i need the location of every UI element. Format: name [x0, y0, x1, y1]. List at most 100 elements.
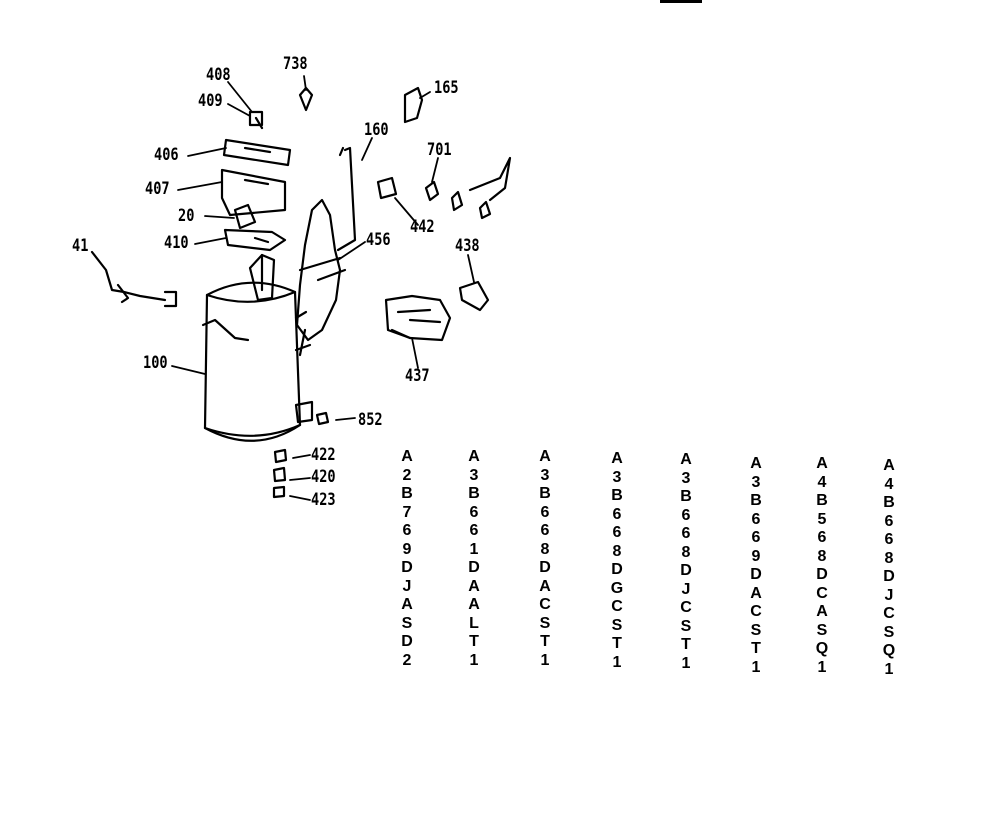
model-char: D — [680, 562, 692, 579]
model-char: A — [816, 455, 828, 472]
model-char: 8 — [612, 542, 622, 560]
model-char: S — [883, 623, 895, 641]
callout-409: 409 — [198, 91, 223, 111]
model-char: 6 — [681, 525, 691, 542]
model-char: A — [750, 584, 762, 602]
model-char: 1 — [540, 651, 550, 669]
model-char: 6 — [884, 531, 894, 548]
part-852 — [294, 400, 330, 426]
model-char: T — [540, 633, 550, 650]
model-char: 4 — [817, 473, 827, 491]
gasket-410 — [223, 228, 287, 252]
callout-420: 420 — [311, 467, 336, 487]
model-char: 6 — [681, 506, 691, 524]
part-442 — [376, 176, 398, 200]
model-char: A — [611, 450, 623, 467]
model-char: 3 — [540, 466, 550, 484]
model-char: T — [751, 640, 761, 657]
model-char: 2 — [402, 466, 412, 484]
model-char: G — [610, 579, 624, 597]
fittings-bottom — [272, 448, 288, 499]
model-char: D — [750, 566, 762, 583]
model-char: 6 — [751, 529, 761, 546]
model-char: S — [611, 616, 623, 634]
model-char: 5 — [817, 510, 827, 528]
callout-701: 701 — [427, 140, 452, 160]
model-char: 9 — [751, 547, 761, 565]
model-char: 4 — [884, 475, 894, 493]
part-165 — [403, 86, 424, 124]
model-char: 1 — [469, 540, 479, 558]
model-char: D — [401, 559, 413, 576]
model-char: 3 — [751, 473, 761, 491]
model-char: 3 — [681, 469, 691, 487]
model-char: D — [539, 559, 551, 576]
model-char: C — [750, 603, 762, 620]
callout-423: 423 — [311, 490, 336, 510]
model-char: 6 — [469, 522, 479, 539]
model-char: S — [539, 614, 551, 632]
part-738 — [298, 86, 314, 112]
model-char: B — [468, 485, 480, 502]
callout-442: 442 — [410, 217, 435, 237]
model-char: 3 — [469, 466, 479, 484]
model-char: S — [750, 621, 762, 639]
cover-406 — [222, 138, 292, 167]
model-char: C — [883, 605, 895, 622]
model-char: B — [401, 485, 413, 502]
part-409 — [248, 110, 264, 130]
model-char: 2 — [402, 651, 412, 669]
model-char: 6 — [751, 510, 761, 528]
model-char: A — [680, 451, 692, 468]
callout-41: 41 — [72, 236, 89, 256]
model-char: C — [816, 584, 828, 602]
model-char: D — [816, 566, 828, 583]
model-char: 6 — [540, 503, 550, 521]
model-char: 1 — [612, 653, 622, 671]
model-char: 8 — [817, 547, 827, 565]
callout-100: 100 — [143, 353, 168, 373]
callout-437: 437 — [405, 366, 430, 386]
model-char: T — [612, 635, 622, 652]
model-char: 6 — [884, 512, 894, 530]
model-char: B — [816, 492, 828, 509]
wire-41 — [90, 250, 178, 308]
model-char: Q — [882, 642, 896, 659]
model-char: T — [469, 633, 479, 650]
model-char: 6 — [402, 522, 412, 539]
accumulator — [295, 198, 347, 357]
model-char: 1 — [469, 651, 479, 669]
model-char: B — [883, 494, 895, 511]
callout-410: 410 — [164, 233, 189, 253]
model-char: B — [680, 488, 692, 505]
bracket-437 — [384, 294, 452, 342]
part-438 — [458, 280, 490, 312]
callout-456: 456 — [366, 230, 391, 250]
model-char: A — [883, 457, 895, 474]
model-char: T — [681, 636, 691, 653]
model-char: A — [539, 448, 551, 465]
model-char: 8 — [681, 543, 691, 561]
suction-tube — [336, 146, 357, 252]
terminal-bracket — [248, 253, 276, 302]
model-char: 1 — [751, 658, 761, 676]
callout-408: 408 — [206, 65, 231, 85]
model-char: 1 — [817, 658, 827, 676]
callout-406: 406 — [154, 145, 179, 165]
model-char: 6 — [612, 524, 622, 541]
model-char: B — [539, 485, 551, 502]
leader-lines — [171, 75, 475, 501]
model-char: D — [611, 561, 623, 578]
clips-701 — [424, 156, 512, 220]
model-char: 8 — [884, 549, 894, 567]
callout-20: 20 — [178, 206, 195, 226]
model-char: 6 — [817, 529, 827, 546]
model-char: S — [401, 614, 413, 632]
compressor-body — [201, 281, 312, 442]
